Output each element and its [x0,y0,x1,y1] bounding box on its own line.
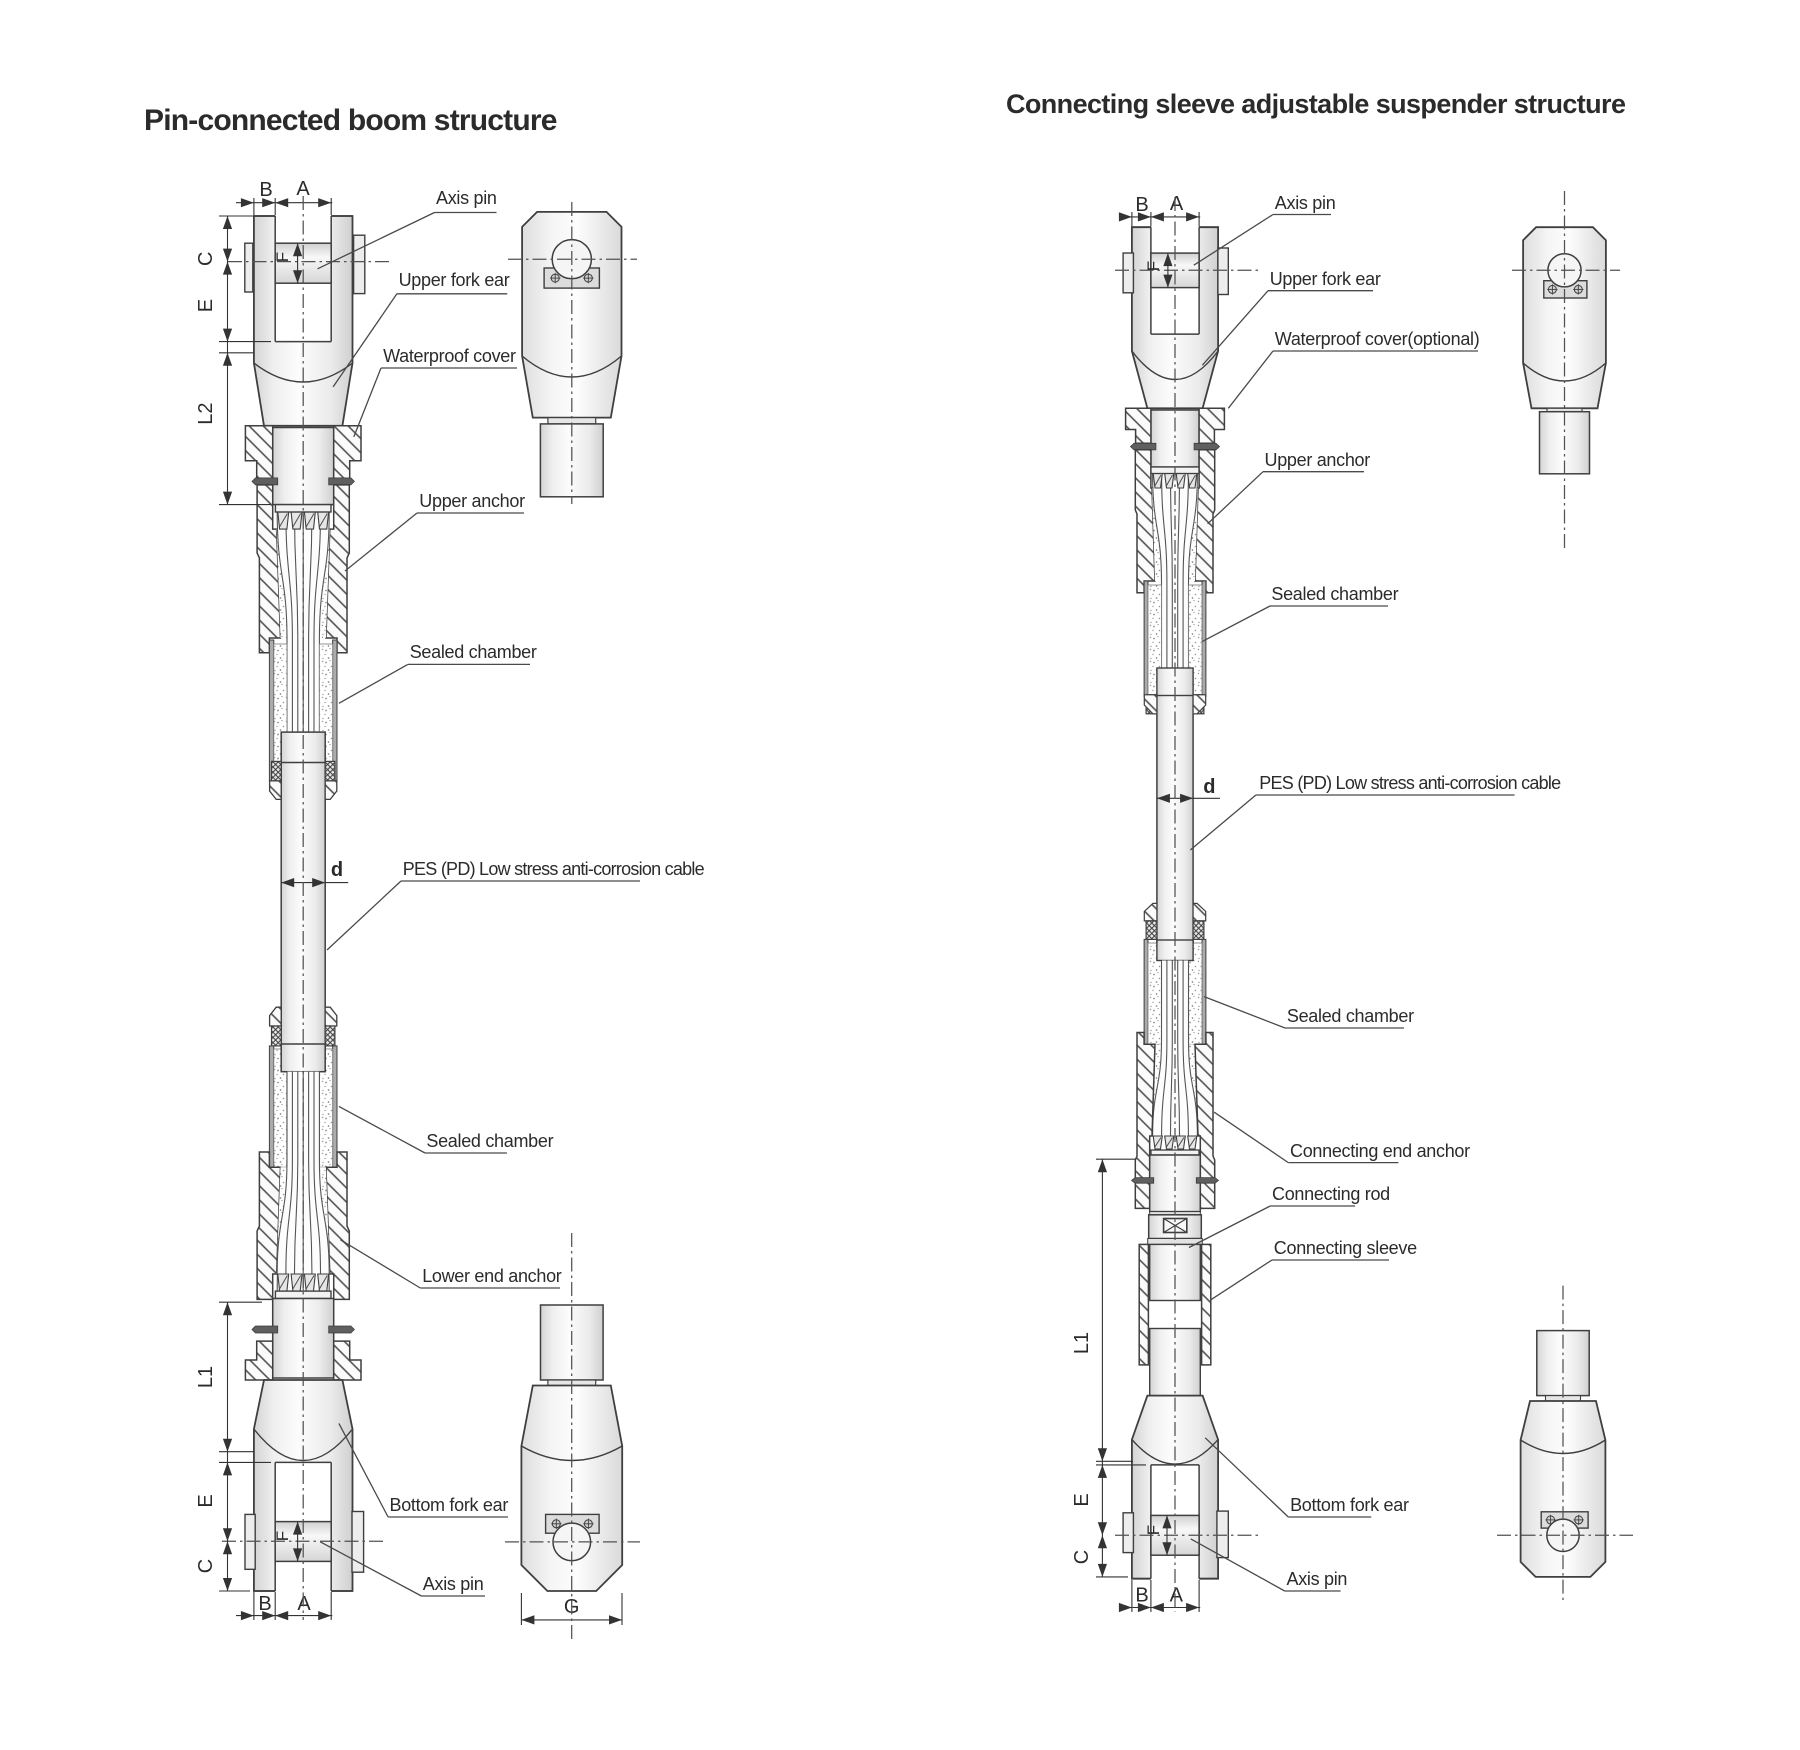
svg-text:F: F [1144,1525,1163,1535]
svg-text:B: B [259,179,272,201]
svg-text:A: A [1170,1585,1184,1607]
svg-text:Connecting rod: Connecting rod [1272,1184,1390,1204]
svg-text:F: F [273,252,292,262]
svg-text:C: C [1071,1550,1093,1564]
svg-text:Upper anchor: Upper anchor [419,491,525,511]
svg-text:E: E [195,299,217,312]
svg-text:d: d [331,859,343,881]
svg-text:C: C [195,1559,217,1573]
svg-text:A: A [296,178,310,200]
svg-text:Sealed chamber: Sealed chamber [426,1131,553,1151]
svg-text:Axis pin: Axis pin [1287,1569,1348,1589]
svg-text:Upper fork ear: Upper fork ear [399,270,510,290]
svg-text:E: E [1071,1493,1093,1506]
svg-text:L1: L1 [1071,1332,1093,1354]
svg-text:B: B [258,1593,271,1615]
svg-text:Waterproof cover: Waterproof cover [383,346,516,366]
svg-text:Connecting sleeve: Connecting sleeve [1274,1238,1417,1258]
svg-text:B: B [1135,194,1148,216]
svg-text:d: d [1203,776,1215,798]
svg-text:Pin-connected boom structure: Pin-connected boom structure [144,104,557,137]
svg-text:E: E [195,1494,217,1507]
svg-text:A: A [1170,193,1184,215]
svg-text:Connecting sleeve adjustable s: Connecting sleeve adjustable suspender s… [1006,89,1626,119]
svg-text:PES (PD) Low stress anti-corro: PES (PD) Low stress anti-corrosion cable [1259,773,1561,793]
svg-text:Bottom fork ear: Bottom fork ear [1290,1495,1409,1515]
svg-text:Axis pin: Axis pin [436,188,497,208]
svg-text:Waterproof cover(optional): Waterproof cover(optional) [1275,329,1480,349]
svg-text:Axis pin: Axis pin [1275,193,1336,213]
svg-text:Connecting end anchor: Connecting end anchor [1290,1141,1470,1161]
svg-text:A: A [297,1593,311,1615]
svg-text:Lower end anchor: Lower end anchor [422,1266,562,1286]
svg-text:F: F [273,1531,292,1541]
svg-text:Axis pin: Axis pin [423,1574,484,1594]
svg-text:B: B [1135,1585,1148,1607]
svg-text:L2: L2 [195,402,217,424]
svg-text:Sealed chamber: Sealed chamber [1287,1006,1414,1026]
svg-text:C: C [195,252,217,266]
svg-text:Sealed chamber: Sealed chamber [410,642,537,662]
svg-text:F: F [1144,261,1163,271]
svg-text:Upper anchor: Upper anchor [1265,450,1371,470]
svg-text:PES (PD) Low stress anti-corro: PES (PD) Low stress anti-corrosion cable [403,859,705,879]
svg-text:Sealed chamber: Sealed chamber [1271,584,1398,604]
svg-text:L1: L1 [195,1366,217,1388]
svg-text:Upper fork ear: Upper fork ear [1270,269,1381,289]
svg-text:Bottom fork ear: Bottom fork ear [390,1495,509,1515]
